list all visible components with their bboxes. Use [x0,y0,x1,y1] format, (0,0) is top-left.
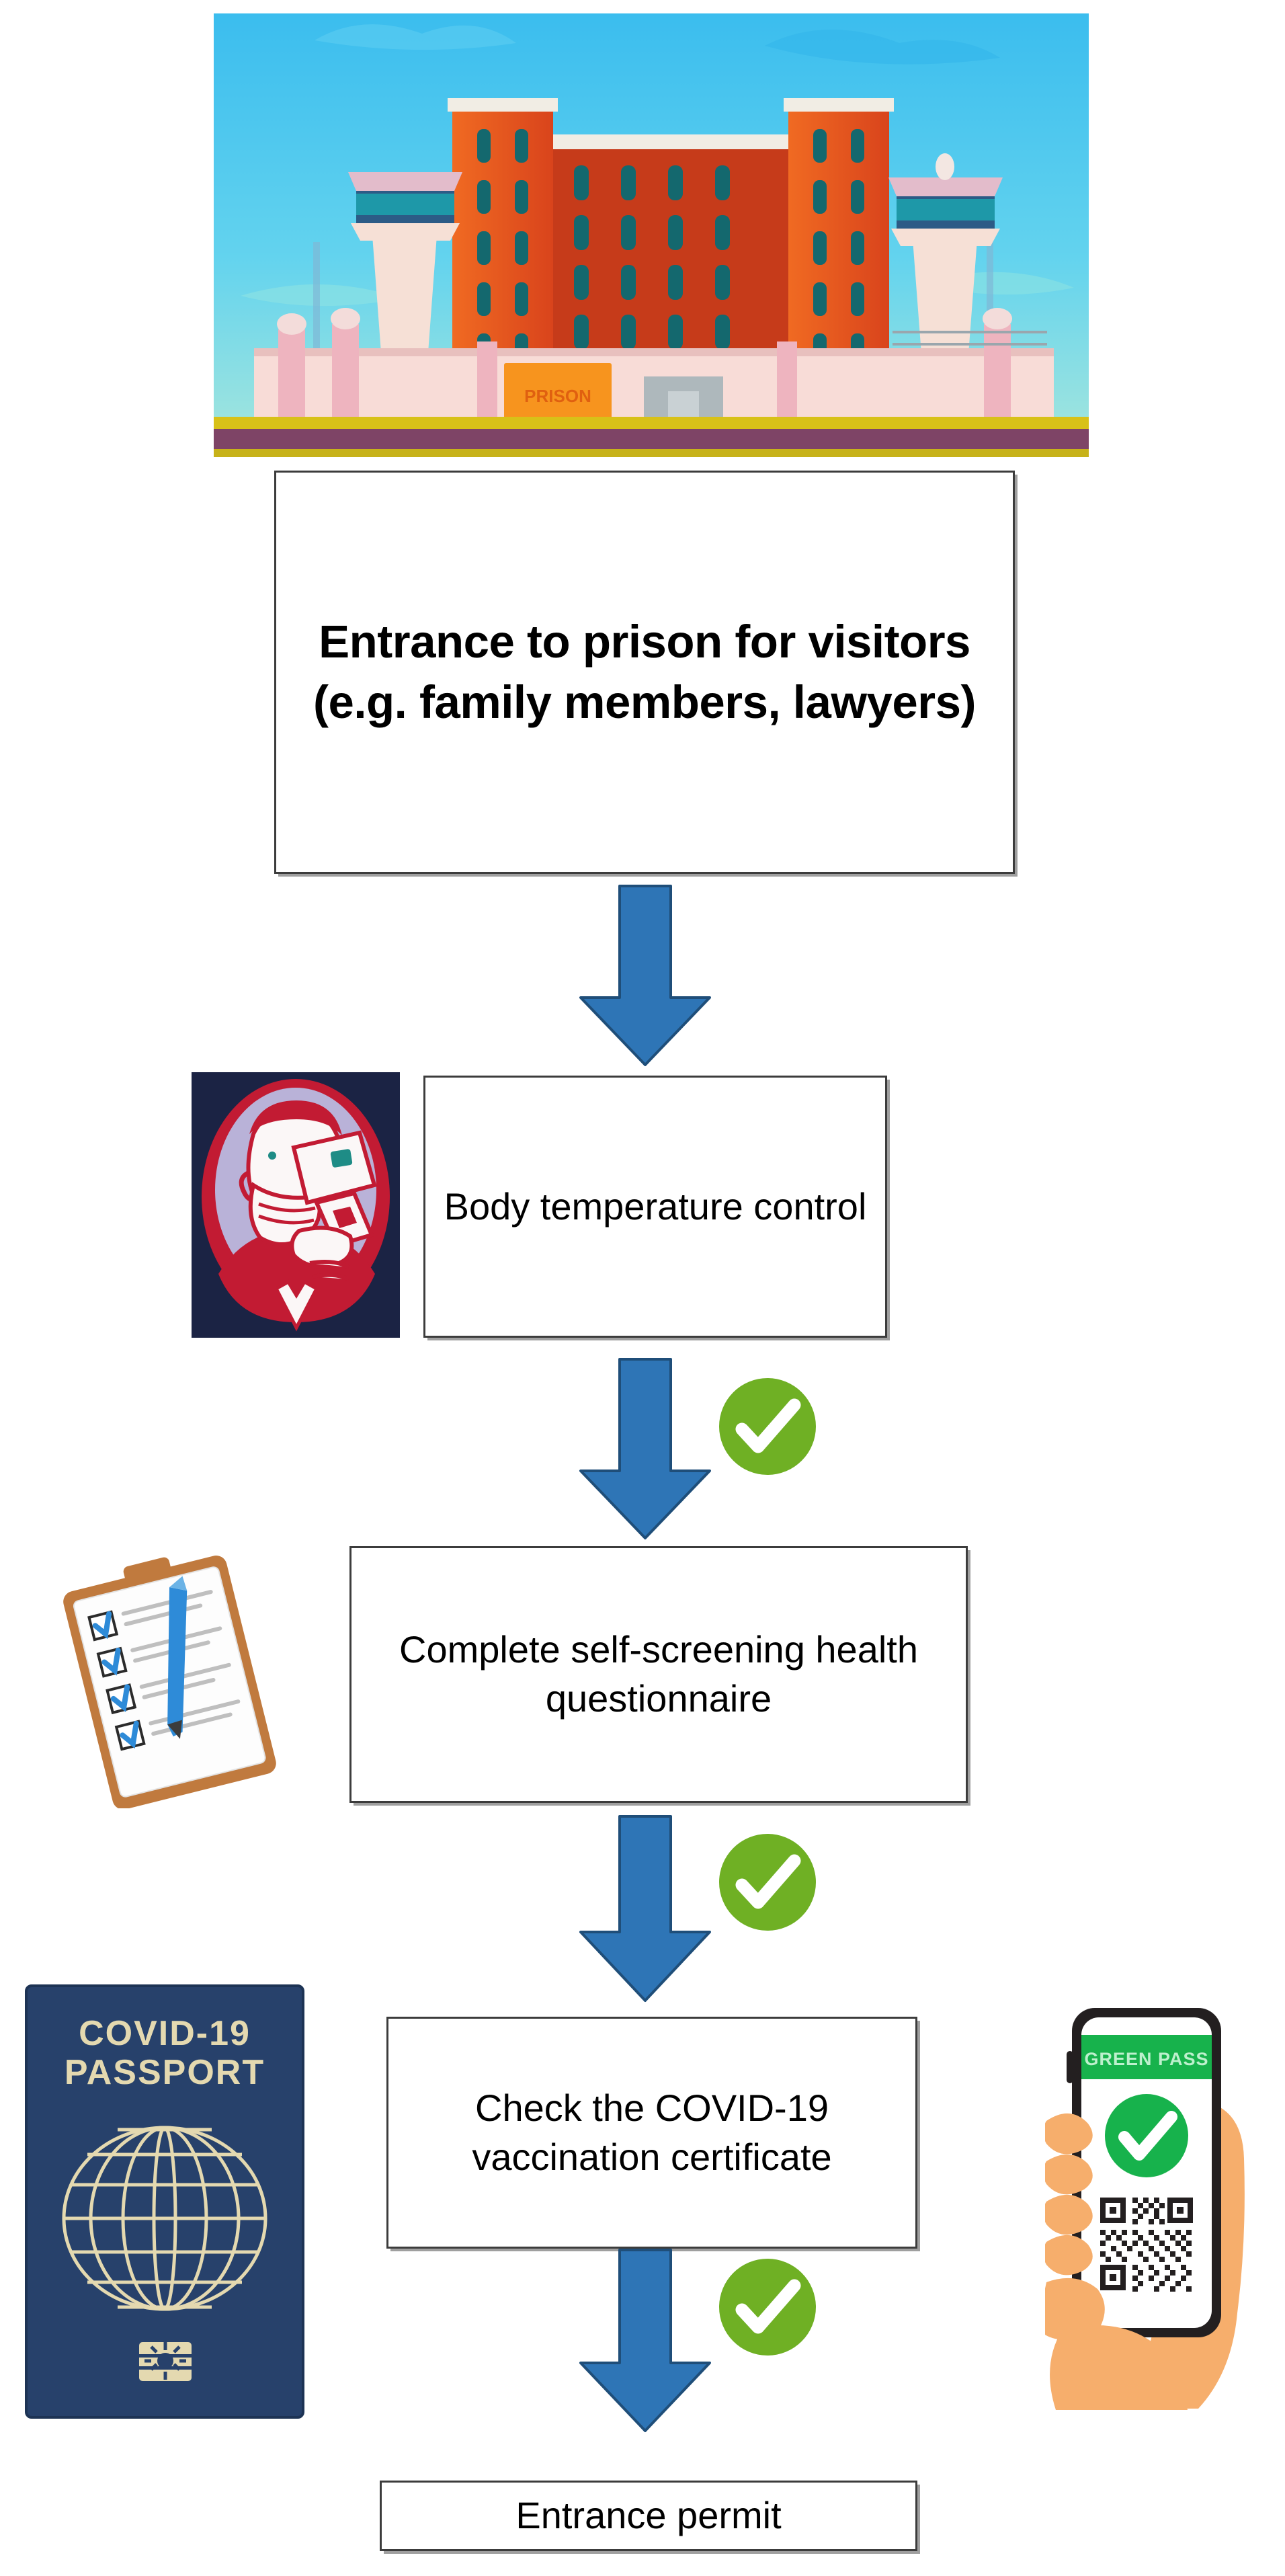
flow-node-temperature-label: Body temperature control [444,1184,867,1227]
flow-node-entrance[interactable]: Entrance to prison for visitors (e.g. fa… [274,471,1015,874]
thermometer-check-icon [192,1072,400,1338]
down-arrow-icon-1 [578,885,712,1068]
prison-sign-text: PRISON [524,386,591,406]
qr-code-icon [1097,2195,1196,2293]
prison-building-illustration: PRISON [214,13,1089,457]
flow-node-certificate[interactable]: Check the COVID-19 vaccination certifica… [386,2017,917,2249]
down-arrow-icon-2 [578,1358,712,1541]
down-arrow-icon-4 [578,2249,712,2433]
flow-node-questionnaire[interactable]: Complete self-screening health questionn… [349,1546,968,1803]
green-pass-phone-icon: GREEN PASS [1045,1993,1267,2410]
flow-node-permit[interactable]: Entrance permit [380,2481,917,2551]
flow-node-temperature[interactable]: Body temperature control [423,1076,887,1338]
covid-passport-icon: COVID-19 PASSPORT [24,1983,306,2420]
down-arrow-icon-3 [578,1815,712,2003]
clipboard-checklist-icon [37,1553,313,1808]
green-check-icon-1 [714,1373,821,1480]
passport-line1: COVID-19 [79,2014,251,2053]
green-check-icon-3 [714,2253,821,2361]
green-pass-header-text: GREEN PASS [1084,2049,1208,2069]
green-check-icon-2 [714,1828,821,1936]
flow-node-permit-label: Entrance permit [515,2494,782,2537]
passport-line2: PASSPORT [65,2053,265,2092]
flow-node-questionnaire-label: Complete self-screening health questionn… [399,1628,918,1720]
flow-node-entrance-label: Entrance to prison for visitors (e.g. fa… [313,616,976,728]
flow-node-certificate-label: Check the COVID-19 vaccination certifica… [472,2086,832,2178]
